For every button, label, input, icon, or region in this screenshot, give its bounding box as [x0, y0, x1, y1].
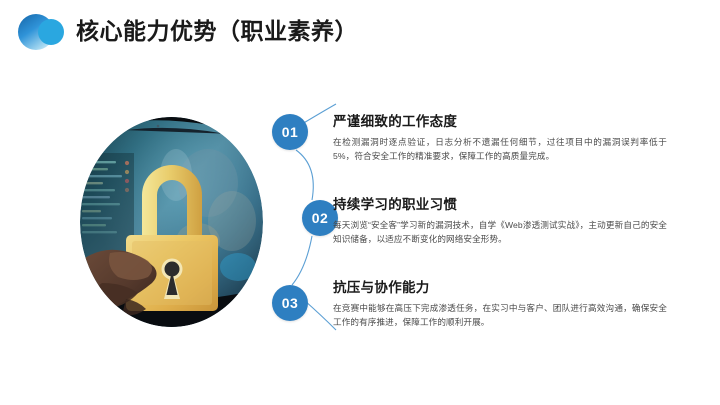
feature-heading-2: 持续学习的职业习惯 — [333, 197, 458, 212]
slide-header: 核心能力优势（职业素养） — [0, 0, 720, 62]
step-badge-02-number: 02 — [311, 210, 329, 226]
step-badge-02: 02 — [302, 200, 338, 236]
feature-heading-1: 严谨细致的工作态度 — [333, 114, 458, 129]
overlapping-circles-logo-icon — [18, 12, 72, 52]
feature-body-1: 在检测漏洞时逐点验证，日志分析不遗漏任何细节，过往项目中的漏洞误判率低于5%，符… — [333, 137, 667, 161]
step-badge-01-number: 01 — [281, 124, 299, 140]
step-badge-01: 01 — [272, 114, 308, 150]
feature-block-3: 抗压与协作能力 在竞赛中能够在高压下完成渗透任务，在实习中与客户、团队进行高效沟… — [333, 279, 667, 329]
step-badge-03-number: 03 — [281, 295, 299, 311]
feature-block-2: 持续学习的职业习惯 每天浏览“安全客”学习新的漏洞技术，自学《Web渗透测试实战… — [333, 196, 667, 246]
feature-heading-3: 抗压与协作能力 — [333, 280, 430, 295]
page-title: 核心能力优势（职业素养） — [76, 18, 358, 44]
feature-body-3: 在竞赛中能够在高压下完成渗透任务，在实习中与客户、团队进行高效沟通，确保安全工作… — [333, 303, 667, 327]
feature-block-1: 严谨细致的工作态度 在检测漏洞时逐点验证，日志分析不遗漏任何细节，过往项目中的漏… — [333, 113, 667, 163]
logo-solid-circle — [38, 19, 64, 45]
padlock-in-hand-photo — [80, 117, 263, 327]
step-badge-03: 03 — [272, 285, 308, 321]
feature-body-2: 每天浏览“安全客”学习新的漏洞技术，自学《Web渗透测试实战》，主动更新自己的安… — [333, 220, 667, 244]
